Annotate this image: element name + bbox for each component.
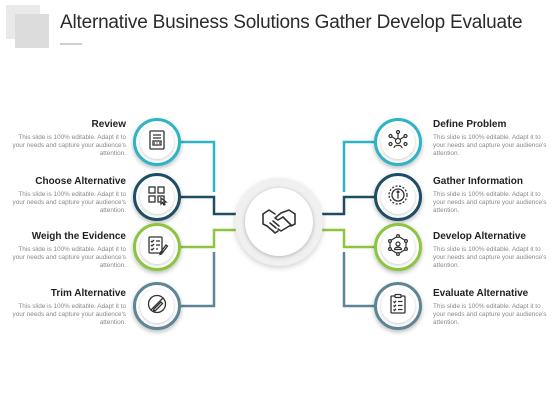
step-description: This slide is 100% editable. Adapt it to…: [12, 246, 127, 269]
develop-alternative-node: [374, 223, 422, 271]
document-icon: [145, 128, 169, 157]
center-hub-inner: [245, 188, 313, 256]
choose-alternative-node: [133, 173, 181, 221]
connector-gather: [320, 195, 378, 216]
connector-choose: [180, 195, 238, 216]
step-title: Choose Alternative: [35, 176, 126, 187]
handshake-icon: [259, 200, 299, 245]
team-network-icon: [386, 128, 410, 157]
no-pencil-icon: [145, 292, 169, 321]
connector-evaluate: [342, 252, 378, 308]
step-choose-alternative: Choose Alternative This slide is 100% ed…: [8, 176, 127, 215]
weigh-evidence-node: [133, 223, 181, 271]
grid-select-icon: [145, 183, 169, 212]
center-hub: [235, 178, 323, 266]
trim-alternative-node: [133, 282, 181, 330]
step-description: This slide is 100% editable. Adapt it to…: [433, 303, 547, 326]
title-underline: [60, 43, 82, 45]
connector-weigh: [180, 228, 238, 249]
step-description: This slide is 100% editable. Adapt it to…: [12, 303, 127, 326]
step-title: Define Problem: [433, 119, 507, 130]
define-problem-node: [374, 118, 422, 166]
step-description: This slide is 100% editable. Adapt it to…: [12, 134, 127, 157]
page-title: Alternative Business Solutions Gather De…: [60, 12, 523, 33]
step-description: This slide is 100% editable. Adapt it to…: [12, 191, 127, 214]
corner-decoration-overlay: [15, 14, 49, 48]
connector-develop: [320, 228, 378, 249]
connector-review: [180, 140, 216, 192]
step-description: This slide is 100% editable. Adapt it to…: [433, 134, 547, 157]
connector-trim: [180, 252, 216, 308]
checklist-icon: [145, 233, 169, 262]
step-title: Develop Alternative: [433, 231, 526, 242]
step-evaluate-alternative: Evaluate Alternative This slide is 100% …: [433, 288, 551, 327]
step-title: Evaluate Alternative: [433, 288, 529, 299]
step-title: Review: [91, 119, 126, 130]
step-gather-information: Gather Information This slide is 100% ed…: [433, 176, 551, 215]
step-review: Review This slide is 100% editable. Adap…: [8, 119, 127, 158]
network-person-icon: [386, 233, 410, 262]
info-badge-icon: [386, 183, 410, 212]
review-node: [133, 118, 181, 166]
step-define-problem: Define Problem This slide is 100% editab…: [433, 119, 551, 158]
evaluate-alternative-node: [374, 282, 422, 330]
clipboard-icon: [386, 292, 410, 321]
step-description: This slide is 100% editable. Adapt it to…: [433, 191, 547, 214]
step-trim-alternative: Trim Alternative This slide is 100% edit…: [8, 288, 127, 327]
connector-define: [342, 140, 378, 192]
step-weigh-evidence: Weigh the Evidence This slide is 100% ed…: [8, 231, 127, 270]
step-title: Trim Alternative: [50, 288, 126, 299]
gather-information-node: [374, 173, 422, 221]
step-title: Weigh the Evidence: [31, 231, 126, 242]
step-title: Gather Information: [433, 176, 524, 187]
step-description: This slide is 100% editable. Adapt it to…: [433, 246, 547, 269]
step-develop-alternative: Develop Alternative This slide is 100% e…: [433, 231, 551, 270]
